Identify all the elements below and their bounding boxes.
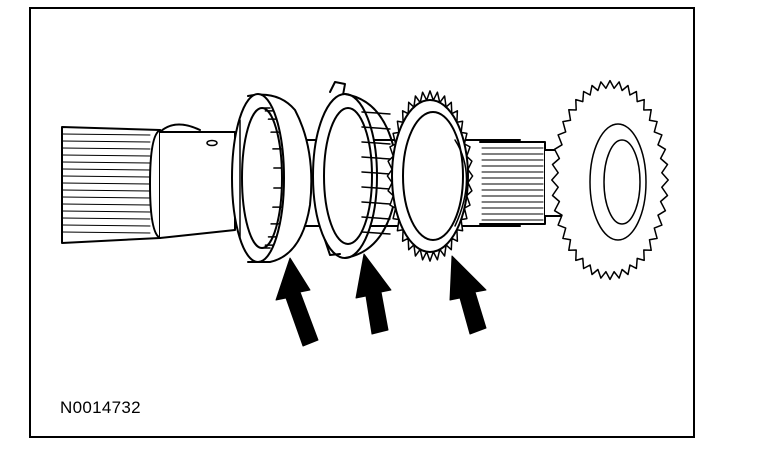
output-shaft-splined-end <box>61 126 161 244</box>
arrows <box>275 253 487 347</box>
arrow-1 <box>275 257 319 347</box>
arrow-3 <box>449 255 487 335</box>
figure-reference-code: N0014732 <box>60 398 141 417</box>
synchronizer-hub-sleeve <box>231 93 313 263</box>
arrow-2 <box>355 253 392 335</box>
blocker-ring <box>312 81 399 259</box>
gear-and-splined-shaft <box>479 79 669 281</box>
synchro-cone-ring <box>386 90 474 262</box>
